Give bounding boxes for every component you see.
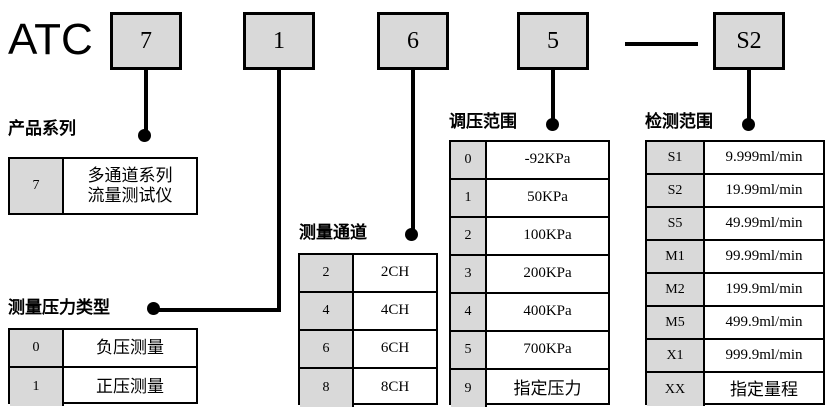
table-row: 0 负压测量 [10,330,196,368]
table-cell-value: 49.99ml/min [725,214,803,231]
table-cell-key: 2 [451,218,487,254]
table-row: 6 6CH [300,331,436,369]
table-cell-key: 4 [451,294,487,330]
connector-line-product-series [144,70,148,136]
table-cell-value: 9.999ml/min [725,148,803,165]
table-cell-value: 指定量程 [730,379,798,399]
code-box-product-series[interactable]: 7 [110,12,182,70]
table-cell-key: S2 [647,175,705,206]
table-cell-value: 8CH [380,379,410,396]
connector-line-pressure-range [551,70,555,125]
table-cell-key: S5 [647,208,705,239]
table-cell-value: 4CH [380,302,410,319]
table-cell-value: 200KPa [523,265,572,282]
table-row: M1 99.99ml/min [647,241,823,274]
table-cell-value: 多通道系列 流量测试仪 [64,159,196,213]
code-box-measure-channel[interactable]: 6 [377,12,449,70]
table-pressure-type: 0 负压测量 1 正压测量 [8,328,198,406]
caption-measure-channel: 测量通道 [299,223,367,242]
table-cell-value: 负压测量 [96,338,164,358]
connector-line-pressure-type-horizontal [152,308,281,312]
connector-dot-detect-range [742,118,755,131]
caption-detect-range: 检测范围 [645,112,713,131]
table-cell-key: 6 [300,331,354,367]
table-row: X1 999.9ml/min [647,340,823,373]
table-measure-channel: 2 2CH 4 4CH 6 6CH 8 8CH [298,253,438,407]
table-row: 7 多通道系列 流量测试仪 [10,159,196,213]
table-cell-key: 7 [10,159,64,213]
table-row: 2 100KPa [451,218,608,256]
connector-line-pressure-type-vertical [277,70,281,312]
table-cell-value: 700KPa [523,341,572,358]
table-cell-value: 199.9ml/min [725,280,803,297]
connector-line-measure-channel [411,70,415,235]
value-line: 流量测试仪 [87,186,173,205]
connector-dot-measure-channel [405,228,418,241]
table-cell-value: 6CH [380,340,410,357]
connector-dot-pressure-type [147,302,160,315]
caption-pressure-range: 调压范围 [449,112,517,131]
table-row: 2 2CH [300,255,436,293]
table-cell-value: 19.99ml/min [725,181,803,198]
table-product-series: 7 多通道系列 流量测试仪 [8,157,198,215]
table-cell-key: M5 [647,307,705,338]
table-cell-key: M1 [647,241,705,272]
connector-dot-product-series [138,129,151,142]
connector-dot-pressure-range [546,118,559,131]
table-row: 8 8CH [300,369,436,407]
code-box-pressure-type[interactable]: 1 [243,12,315,70]
table-cell-key: S1 [647,142,705,173]
table-cell-value: 正压测量 [96,377,164,397]
table-cell-value: 2CH [380,264,410,281]
table-row: S5 49.99ml/min [647,208,823,241]
table-cell-value: 指定压力 [513,378,582,398]
table-cell-key: 1 [451,180,487,216]
table-cell-key: 9 [451,370,487,407]
separator-dash [625,42,698,46]
table-row: M2 199.9ml/min [647,274,823,307]
table-cell-key: 0 [10,330,64,366]
table-row: S2 19.99ml/min [647,175,823,208]
code-box-pressure-range[interactable]: 5 [517,12,589,70]
value-line: 多通道系列 [87,166,173,186]
table-row: S1 9.999ml/min [647,142,823,175]
caption-product-series: 产品系列 [8,119,76,138]
table-cell-key: M2 [647,274,705,305]
table-cell-key: 1 [10,368,64,406]
table-cell-key: 5 [451,332,487,368]
table-row: 1 正压测量 [10,368,196,406]
table-cell-value: 100KPa [523,227,572,244]
table-cell-key: 4 [300,293,354,329]
table-row: 9 指定压力 [451,370,608,407]
table-cell-value: 400KPa [523,303,572,320]
table-detect-range: S1 9.999ml/min S2 19.99ml/min S5 49.99ml… [645,140,825,406]
table-pressure-range: 0 -92KPa 1 50KPa 2 100KPa 3 200KPa 4 400… [449,140,610,407]
table-cell-key: X1 [647,340,705,371]
code-box-detect-range[interactable]: S2 [713,12,785,70]
caption-pressure-type: 测量压力类型 [8,298,110,317]
table-row: 4 400KPa [451,294,608,332]
table-row: 0 -92KPa [451,142,608,180]
table-row: 1 50KPa [451,180,608,218]
table-row: XX 指定量程 [647,373,823,406]
table-cell-key: XX [647,373,705,406]
table-cell-key: 2 [300,255,354,291]
table-cell-value: -92KPa [524,151,571,168]
table-row: 4 4CH [300,293,436,331]
table-cell-value: 499.9ml/min [725,313,803,330]
table-cell-value: 50KPa [527,189,568,206]
table-cell-key: 0 [451,142,487,178]
table-cell-value: 99.99ml/min [725,247,803,264]
connector-line-detect-range [747,70,751,125]
table-row: 3 200KPa [451,256,608,294]
table-cell-key: 3 [451,256,487,292]
table-row: 5 700KPa [451,332,608,370]
table-row: M5 499.9ml/min [647,307,823,340]
table-cell-value: 999.9ml/min [725,346,803,363]
brand-label: ATC [8,15,93,64]
table-cell-key: 8 [300,369,354,407]
